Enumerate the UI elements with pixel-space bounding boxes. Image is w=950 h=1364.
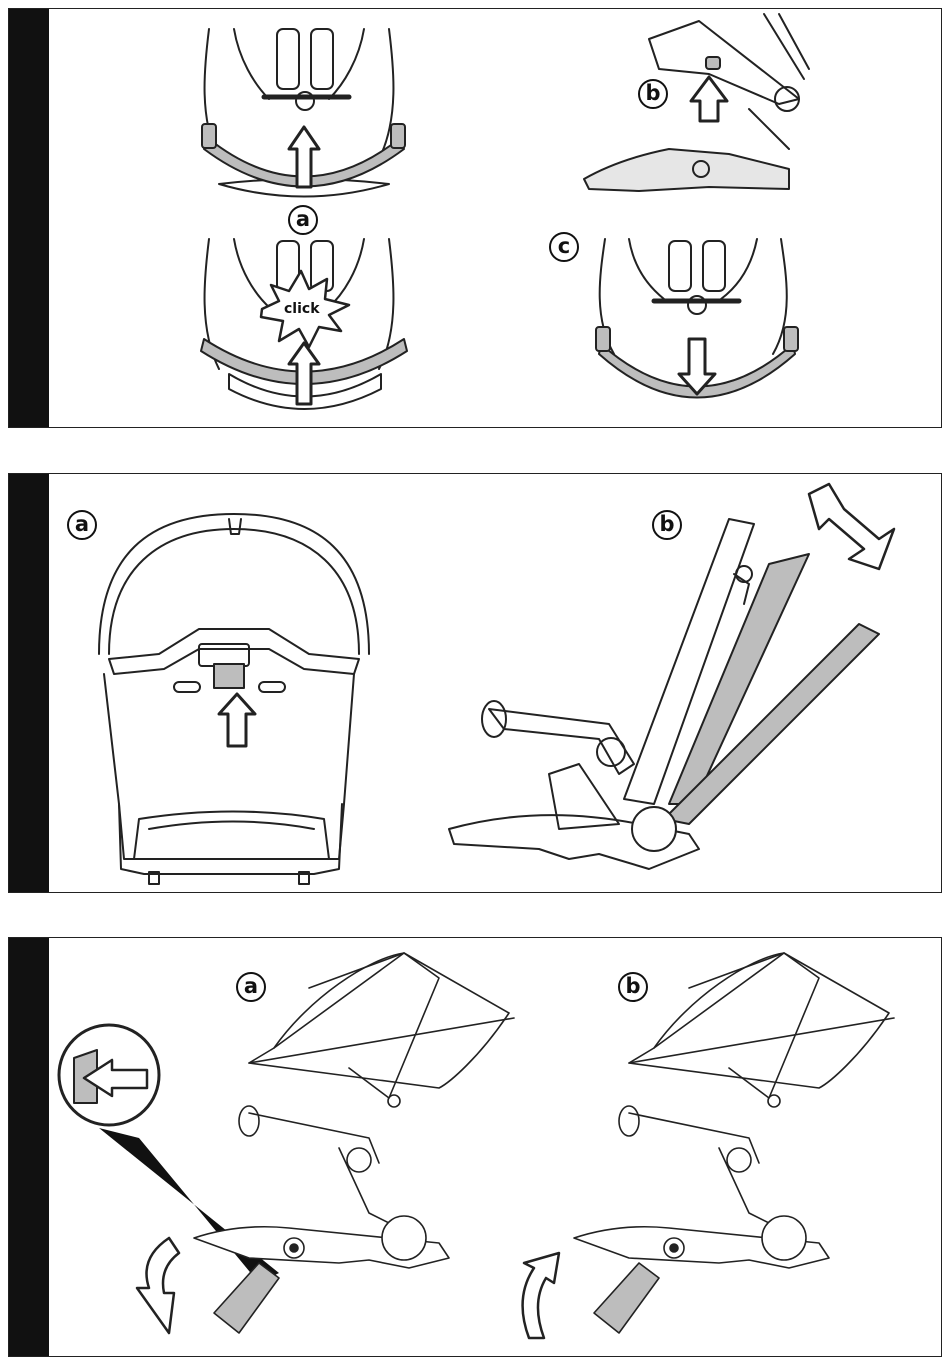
bumper-bar-lower-illustration [596, 239, 798, 398]
panel-1-illustrations [9, 9, 942, 428]
leg-rest-lower-illustration [137, 953, 514, 1333]
panel-2-illustrations [9, 474, 942, 893]
step-label-a: a [67, 510, 97, 540]
step-panel-3: a b [8, 937, 942, 1357]
step-label-b: b [618, 972, 648, 1002]
step-panel-2: a b [8, 473, 942, 893]
bumper-bar-remove-illustration [202, 29, 405, 197]
leg-rest-raise-illustration [523, 953, 894, 1338]
step-label-c: c [549, 232, 579, 262]
bumper-bar-attach-illustration [201, 239, 407, 409]
step-label-b: b [652, 510, 682, 540]
side-release-illustration [584, 14, 809, 191]
click-sound-text: click [284, 301, 320, 317]
panel-3-illustrations [9, 938, 942, 1357]
step-label-a: a [288, 205, 318, 235]
recline-button-illustration [99, 514, 369, 884]
step-panel-1: a b c click [8, 8, 942, 428]
step-label-a: a [236, 972, 266, 1002]
step-label-b: b [638, 79, 668, 109]
recline-positions-illustration [449, 484, 894, 869]
